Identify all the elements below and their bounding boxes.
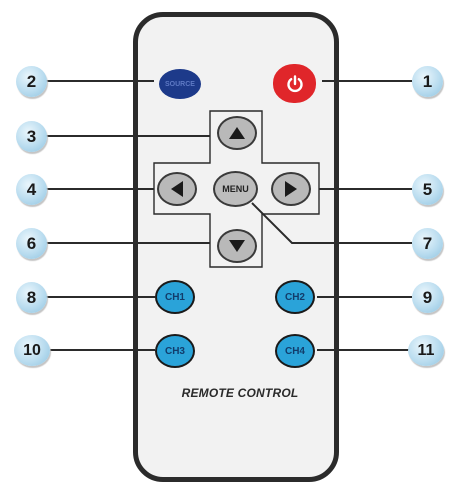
menu-button[interactable]: MENU: [213, 171, 258, 207]
ch2-button[interactable]: CH2: [275, 280, 315, 314]
callout-4: 4: [16, 174, 47, 205]
callout-6: 6: [16, 228, 47, 259]
ch1-button-label: CH1: [164, 291, 185, 303]
callout-2: 2: [16, 66, 47, 97]
source-button[interactable]: SOURCE: [159, 69, 201, 99]
dpad-outline: [153, 110, 320, 268]
up-arrow-icon: [229, 127, 245, 139]
left-button[interactable]: [157, 172, 197, 206]
up-button[interactable]: [217, 116, 257, 150]
source-button-label: SOURCE: [165, 80, 195, 88]
ch2-button-label: CH2: [284, 291, 305, 303]
right-arrow-icon: [285, 181, 297, 197]
ch1-button[interactable]: CH1: [155, 280, 195, 314]
callout-5: 5: [412, 174, 443, 205]
callout-10: 10: [14, 335, 50, 366]
left-arrow-icon: [171, 181, 183, 197]
callout-7: 7: [412, 228, 443, 259]
power-icon: [286, 74, 303, 92]
ch4-button[interactable]: CH4: [275, 334, 315, 368]
menu-button-label: MENU: [222, 184, 249, 194]
down-arrow-icon: [229, 240, 245, 252]
right-button[interactable]: [271, 172, 311, 206]
remote-diagram: SOURCE MENU CH1 CH2 CH3: [14, 12, 444, 482]
callout-9: 9: [412, 282, 443, 313]
down-button[interactable]: [217, 229, 257, 263]
leader-lines: [46, 80, 412, 351]
remote-label: REMOTE CONTROL: [181, 386, 299, 400]
callout-1: 1: [412, 66, 443, 97]
callout-8: 8: [16, 282, 47, 313]
leader-7: [251, 202, 412, 244]
power-button[interactable]: [273, 64, 316, 103]
ch4-button-label: CH4: [284, 345, 305, 357]
ch3-button[interactable]: CH3: [155, 334, 195, 368]
callout-11: 11: [408, 335, 444, 366]
ch3-button-label: CH3: [164, 345, 185, 357]
callout-3: 3: [16, 121, 47, 152]
